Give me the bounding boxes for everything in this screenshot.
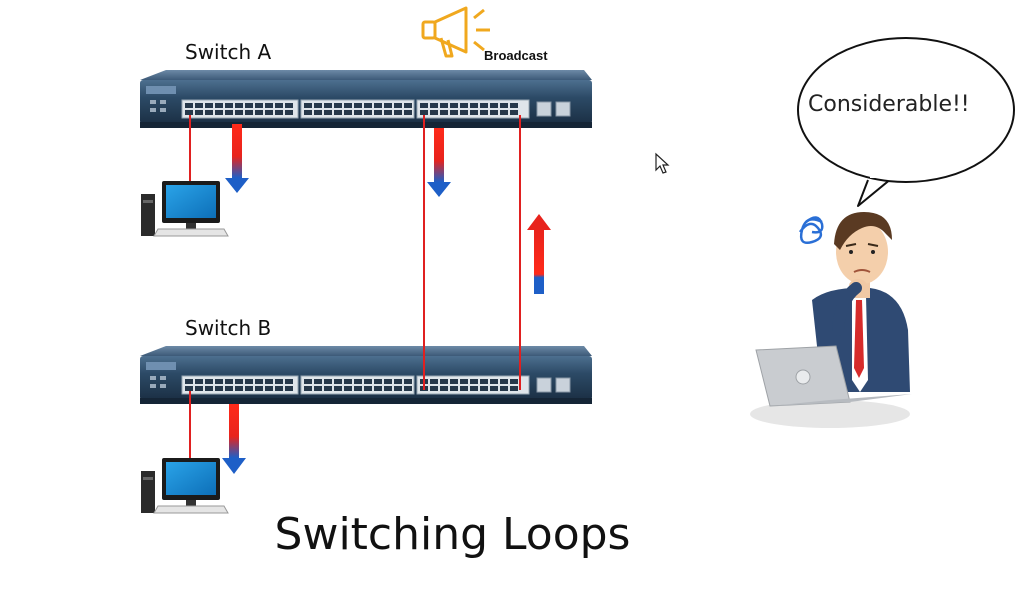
confused-person-illustration [750, 212, 912, 428]
speech-bubble-text: Considerable!! [808, 92, 970, 117]
arrow-up-switch-link [527, 214, 551, 294]
arrow-down-pc-a [225, 124, 249, 193]
switch-b-ports [181, 375, 571, 395]
arrow-down-switch-a-port [427, 128, 451, 197]
megaphone-icon [421, 6, 490, 58]
switch-a-ports [181, 99, 571, 119]
switch-b-label: Switch B [185, 316, 272, 340]
computer-icon [141, 458, 229, 514]
computer-icon [141, 181, 229, 237]
speech-bubble [797, 37, 1015, 207]
page-title: Switching Loops [274, 509, 631, 560]
broadcast-label: Broadcast [484, 48, 548, 63]
switch-a-label: Switch A [185, 40, 272, 64]
switch-a [140, 70, 592, 128]
mouse-pointer-icon [655, 152, 670, 174]
arrow-down-pc-b [222, 404, 246, 474]
switch-b [140, 346, 592, 404]
